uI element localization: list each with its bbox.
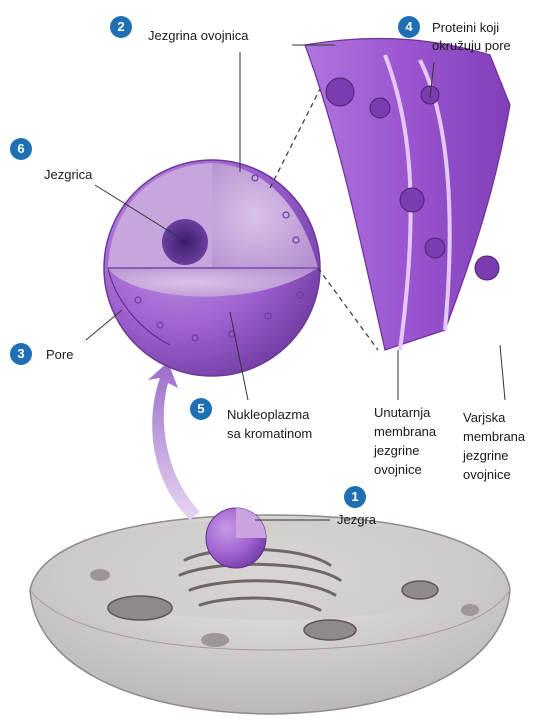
badge-1: 1	[344, 486, 366, 508]
label-outer-membrane-line1: Varjska	[463, 410, 505, 426]
badge-6: 6	[10, 138, 32, 160]
badge-4: 4	[398, 16, 420, 38]
badge-5: 5	[190, 398, 212, 420]
label-inner-membrane-line2: membrana	[374, 424, 436, 440]
label-inner-membrane-line3: jezgrine	[374, 443, 420, 459]
label-pore-proteins-line2: okružuju pore	[432, 38, 511, 54]
membrane-section	[305, 38, 510, 350]
label-inner-membrane-line4: ovojnice	[374, 462, 422, 478]
label-pore: Pore	[46, 347, 73, 363]
label-nuclear-envelope: Jezgrina ovojnica	[148, 28, 248, 44]
label-nucleolus: Jezgrica	[44, 167, 92, 183]
label-outer-membrane-line3: jezgrine	[463, 448, 509, 464]
zoom-arrow	[148, 362, 200, 520]
badge-2: 2	[110, 16, 132, 38]
badge-3: 3	[10, 343, 32, 365]
label-outer-membrane-line2: membrana	[463, 429, 525, 445]
nucleus-sphere	[104, 160, 320, 376]
label-nucleus: Jezgra	[337, 512, 376, 528]
cell-illustration	[30, 508, 510, 714]
label-pore-proteins-line1: Proteini koji	[432, 20, 499, 36]
label-inner-membrane-line1: Unutarnja	[374, 405, 430, 421]
label-nucleoplasm-line2: sa kromatinom	[227, 426, 312, 442]
label-nucleoplasm-line1: Nukleoplazma	[227, 407, 309, 423]
label-outer-membrane-line4: ovojnice	[463, 467, 511, 483]
